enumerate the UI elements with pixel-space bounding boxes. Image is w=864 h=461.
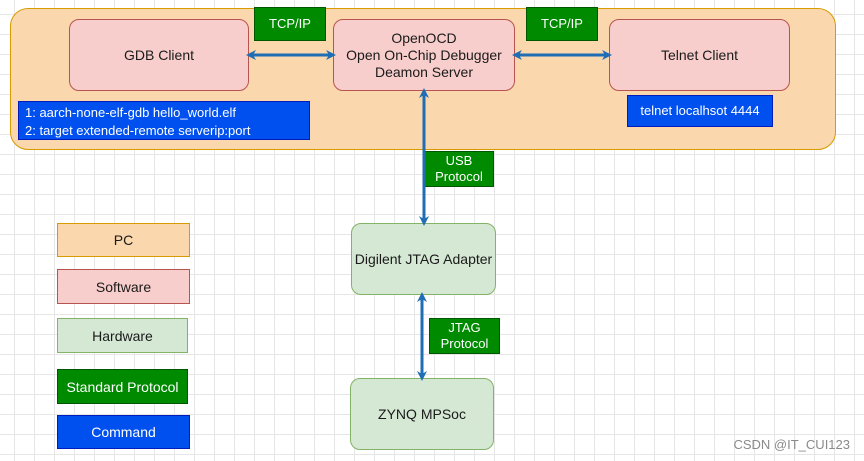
legend-standard-protocol: Standard Protocol	[57, 369, 188, 404]
telnet-command-box: telnet localhsot 4444	[627, 95, 773, 127]
openocd-subtitle: Open On-Chip Debugger	[346, 46, 502, 63]
tcpip-left-protocol: TCP/IP	[254, 7, 326, 41]
telnet-client-label: Telnet Client	[660, 46, 739, 63]
jtag-protocol-line1: JTAG	[448, 320, 481, 335]
tcpip-right-protocol: TCP/IP	[526, 7, 598, 41]
gdb-command-1: 1: aarch-none-elf-gdb hello_world.elf	[25, 105, 237, 120]
gdb-client-node[interactable]: GDB Client	[69, 19, 249, 91]
telnet-client-node[interactable]: Telnet Client	[609, 19, 790, 91]
legend-command: Command	[57, 415, 190, 449]
zynq-node[interactable]: ZYNQ MPSoc	[350, 378, 494, 450]
jtag-protocol-line2: Protocol	[440, 336, 489, 351]
legend-hardware-label: Hardware	[92, 327, 153, 344]
usb-protocol-line1: USB	[445, 153, 473, 168]
legend-pc-label: PC	[113, 232, 134, 248]
legend-command-label: Command	[91, 424, 156, 440]
gdb-command-box: 1: aarch-none-elf-gdb hello_world.elf 2:…	[18, 101, 310, 140]
jtag-adapter-label: Digilent JTAG Adapter	[354, 250, 493, 267]
jtag-adapter-node[interactable]: Digilent JTAG Adapter	[351, 223, 496, 295]
tcpip-left-label: TCP/IP	[269, 16, 311, 31]
usb-protocol: USB Protocol	[424, 151, 494, 187]
legend-software-label: Software	[95, 278, 152, 295]
legend-standard-protocol-label: Standard Protocol	[66, 378, 179, 395]
tcpip-right-label: TCP/IP	[541, 16, 583, 31]
usb-protocol-line2: Protocol	[435, 169, 483, 184]
legend-pc: PC	[57, 223, 190, 257]
openocd-node[interactable]: OpenOCD Open On-Chip Debugger Deamon Ser…	[333, 19, 515, 91]
openocd-server-label: Deamon Server	[374, 63, 474, 80]
jtag-protocol: JTAG Protocol	[429, 318, 500, 354]
gdb-client-label: GDB Client	[123, 46, 195, 63]
legend-hardware: Hardware	[57, 318, 188, 353]
openocd-title: OpenOCD	[391, 29, 457, 46]
legend-software: Software	[57, 269, 190, 304]
telnet-command: telnet localhsot 4444	[640, 103, 760, 118]
gdb-command-2: 2: target extended-remote serverip:port	[25, 123, 251, 138]
watermark: CSDN @IT_CUI123	[733, 437, 850, 452]
zynq-label: ZYNQ MPSoc	[378, 405, 466, 422]
